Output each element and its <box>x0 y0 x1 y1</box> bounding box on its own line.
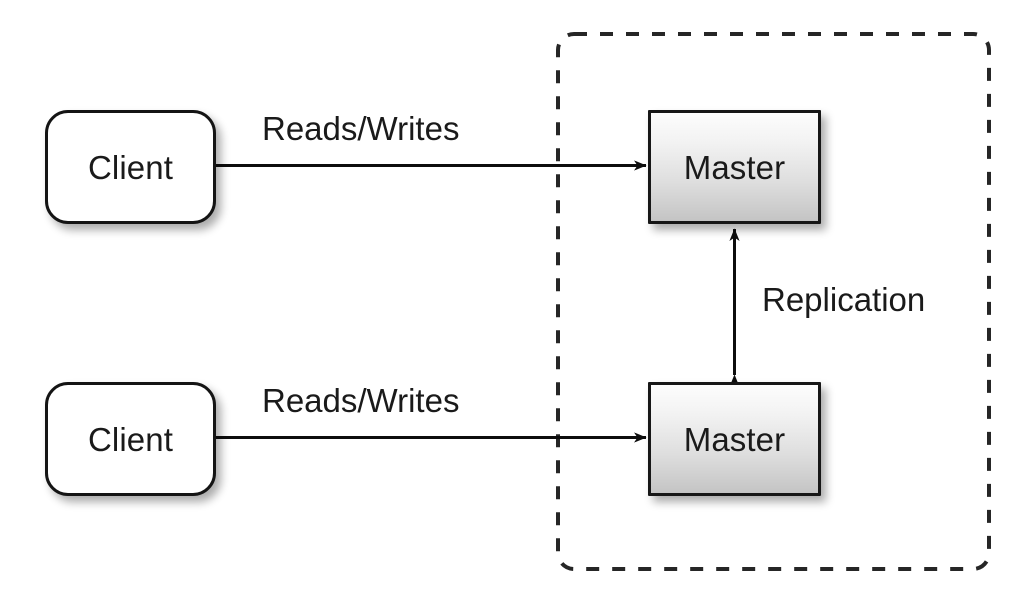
cluster-boundary-dashed-box <box>556 32 991 571</box>
node-client-top[interactable]: Client <box>45 110 216 224</box>
node-master-bottom[interactable]: Master <box>648 382 821 496</box>
edge-label-replication: Replication <box>762 281 926 318</box>
edge-label-reads-writes-top: Reads/Writes <box>262 110 460 147</box>
node-client-bottom-label: Client <box>88 420 173 458</box>
node-client-top-label: Client <box>88 148 173 186</box>
node-master-top-label: Master <box>683 148 786 186</box>
edge-label-reads-writes-bottom: Reads/Writes <box>262 382 460 419</box>
node-master-bottom-label: Master <box>683 420 786 458</box>
node-master-top[interactable]: Master <box>648 110 821 224</box>
node-client-bottom[interactable]: Client <box>45 382 216 496</box>
